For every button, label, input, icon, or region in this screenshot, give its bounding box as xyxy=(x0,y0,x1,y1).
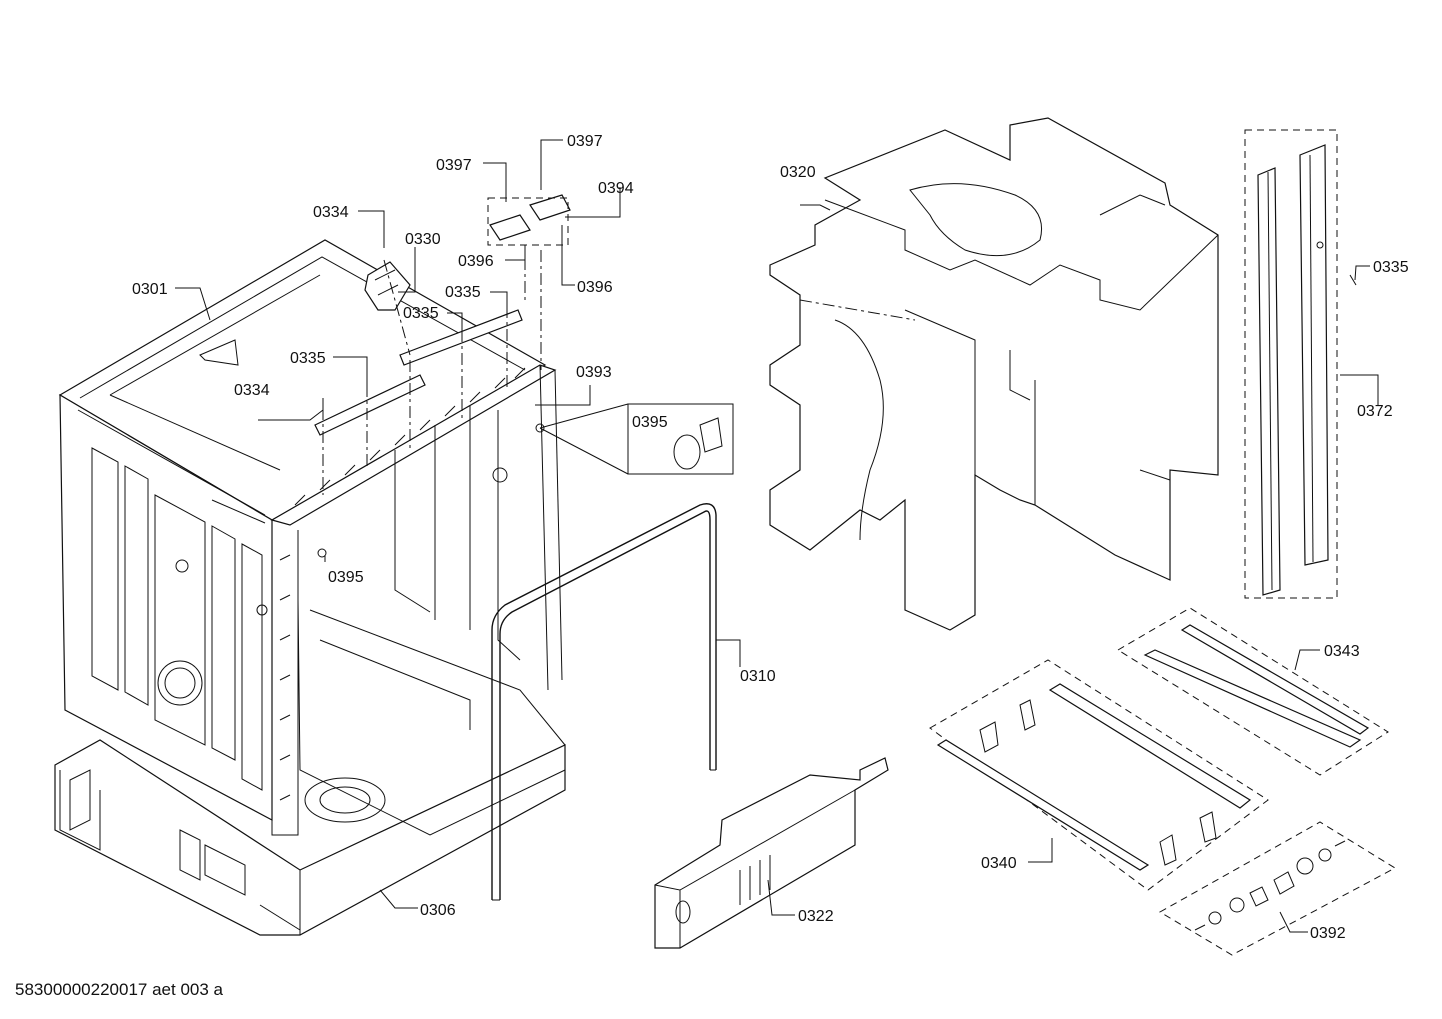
insulation-0320 xyxy=(769,117,1219,631)
callout-0395-box: 0395 xyxy=(632,414,668,431)
small-parts-0392 xyxy=(1159,821,1397,956)
callout-0397-left: 0397 xyxy=(436,157,472,174)
callout-labels: 0301 0334 0330 0397 0397 0394 0396 0396 … xyxy=(132,133,1409,942)
callout-0335-right: 0335 xyxy=(1373,259,1409,276)
callout-0330: 0330 xyxy=(405,231,441,248)
callout-0335-left: 0335 xyxy=(290,350,326,367)
callout-0372: 0372 xyxy=(1357,403,1393,420)
callout-0340: 0340 xyxy=(981,855,1017,872)
callout-0301: 0301 xyxy=(132,281,168,298)
callout-0322: 0322 xyxy=(798,908,834,925)
callout-0334-top: 0334 xyxy=(313,204,349,221)
base-assembly xyxy=(54,599,566,936)
callout-0393: 0393 xyxy=(576,364,612,381)
door-gasket-0310 xyxy=(491,503,717,901)
callout-0335-top: 0335 xyxy=(445,284,481,301)
document-id: 58300000220017 aet 003 a xyxy=(15,980,223,999)
plinth-piece-0322 xyxy=(654,757,889,949)
rails-0343 xyxy=(1117,607,1389,776)
rails-0340 xyxy=(929,659,1269,891)
bracket-plates xyxy=(487,194,571,246)
callout-0320: 0320 xyxy=(780,164,816,181)
detail-box-0395 xyxy=(317,403,734,558)
callout-0395-tub: 0395 xyxy=(328,569,364,586)
strip-0335-upper xyxy=(314,309,523,436)
callout-0394: 0394 xyxy=(598,180,634,197)
screws xyxy=(322,172,563,495)
callout-0396-left: 0396 xyxy=(458,253,494,270)
side-strips-0372 xyxy=(1244,129,1357,599)
callout-0334-left: 0334 xyxy=(234,382,270,399)
callout-0397-right: 0397 xyxy=(567,133,603,150)
callout-0310: 0310 xyxy=(740,668,776,685)
tub-assembly xyxy=(58,239,563,836)
leader-lines xyxy=(175,139,1379,933)
hinge-0330 xyxy=(364,261,411,311)
callout-0396-right: 0396 xyxy=(577,279,613,296)
callout-0306: 0306 xyxy=(420,902,456,919)
callout-0343: 0343 xyxy=(1324,643,1360,660)
callout-0335-mid: 0335 xyxy=(403,305,439,322)
callout-0392: 0392 xyxy=(1310,925,1346,942)
